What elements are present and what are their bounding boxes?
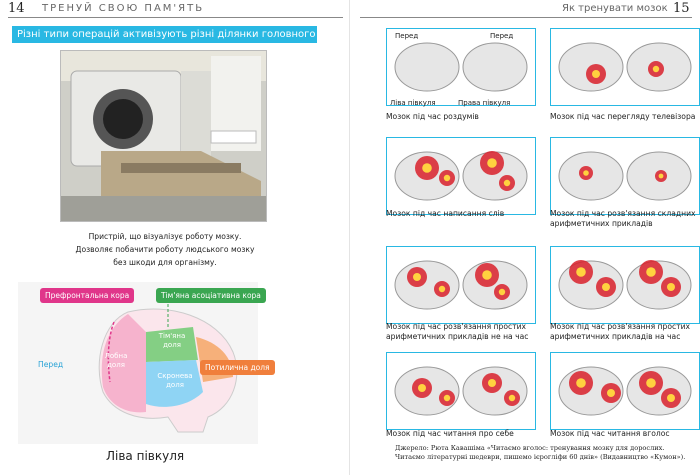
panel-caption: Мозок під час написання слів [386,209,505,218]
panel-caption: Мозок під час роздумів [386,112,479,121]
panel-caption: Мозок під час читання про себе [386,429,514,438]
brain-scan-panel [386,246,536,324]
caption-line-3: без шкоди для організму. [113,258,217,267]
right-running-header: Як тренувати мозок [562,3,668,14]
left-running-header: ТРЕНУЙ СВОЮ ПАМ'ЯТЬ [42,3,205,14]
brain-scan-panel [550,28,700,106]
panel-caption: Мозок під час розв'язання простих арифме… [386,322,529,341]
mri-photo [60,50,267,222]
brain-scan-panel [550,137,700,215]
brain-scan-panel [386,352,536,430]
front-label: Перед [38,360,64,369]
panel-caption: Мозок під час читання вголос [550,429,670,438]
section-title: Різні типи операцій активізують різні ді… [12,26,317,57]
front-left-label: Перед [395,32,419,40]
panel-caption: Мозок під час розв'язання складних арифм… [550,209,696,228]
occipital-lobe-label: Потилична доля [200,360,275,375]
photo-caption: Пристрій, що візуалізує роботу мозку. До… [45,230,285,269]
left-hemisphere-small-label: Ліва півкуля [390,99,436,107]
panel-caption: Мозок під час перегляду телевізора [550,112,696,121]
brain-scan-panel [386,28,536,106]
source-note: Джерело: Рюта Кавашіма «Читаємо вголос: … [395,444,686,461]
right-page-number: 15 [673,1,690,16]
left-header-rule [8,17,343,18]
brain-scan-panel [550,246,700,324]
right-page: Як тренувати мозок 15 Мозок під час розд… [350,0,700,475]
brain-scan-panel [550,352,700,430]
front-right-label: Перед [490,32,514,40]
panel-caption: Мозок під час розв'язання простих арифме… [550,322,691,341]
parietal-lobe-label: Тім'яна доля [158,332,186,349]
right-header-rule [360,17,692,18]
caption-line-2: Дозволяє побачити роботу людського мозку [75,245,255,254]
caption-line-1: Пристрій, що візуалізує роботу мозку. [88,232,242,241]
parietal-association-label: Тім'яна асоціативна кора [156,288,266,303]
right-hemisphere-small-label: Права півкуля [458,99,511,107]
left-hemisphere-label: Ліва півкуля [106,449,185,463]
brain-diagram: Префронтальна кора Тім'яна асоціативна к… [18,282,275,444]
frontal-lobe-label: Лобна доля [104,352,128,369]
brain-scan-panel [386,137,536,215]
brain-outline [98,304,238,433]
left-page-number: 14 [8,1,25,16]
prefrontal-label: Префронтальна кора [40,288,135,303]
left-page: 14 ТРЕНУЙ СВОЮ ПАМ'ЯТЬ Різні типи операц… [8,1,343,463]
temporal-lobe-label: Скронева доля [157,372,193,389]
